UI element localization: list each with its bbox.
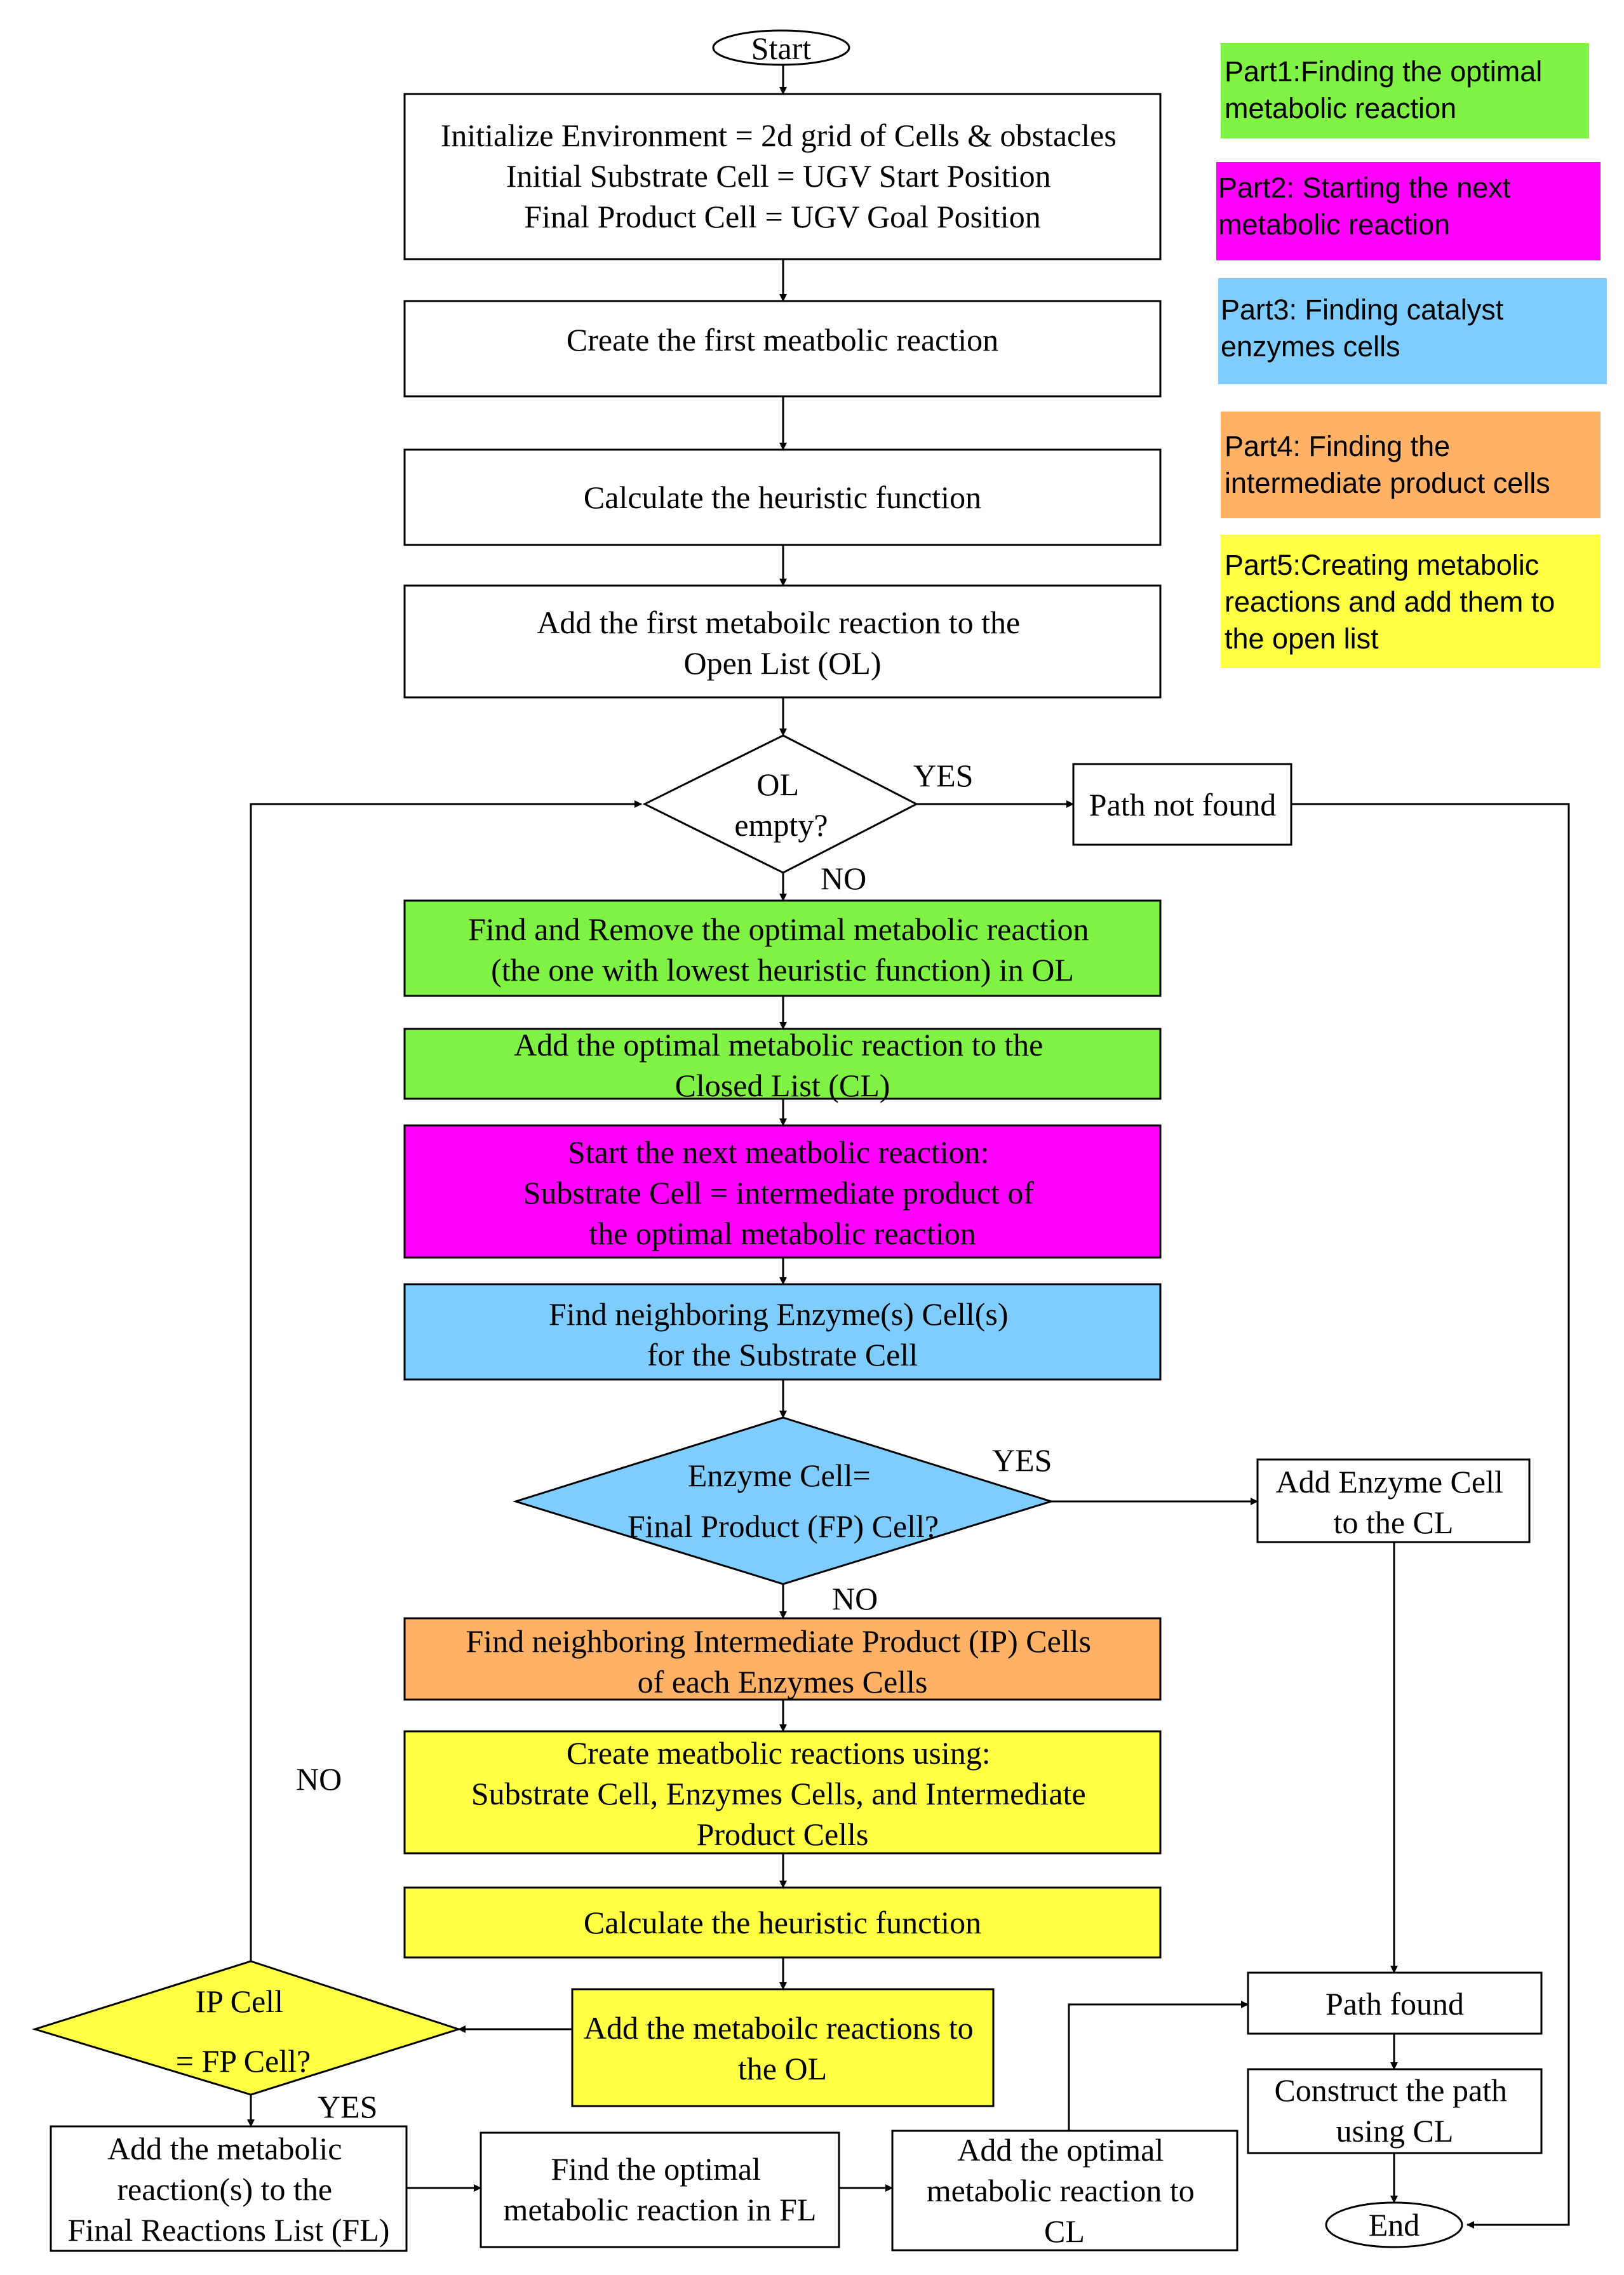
find-opt-fl-text: Find the optimal metabolic reaction in F… <box>504 2151 817 2227</box>
ip-fp-decision <box>31 1960 462 2096</box>
add-opt-cl-text: Add the optimal metabolic reaction to CL <box>927 2132 1203 2249</box>
edge-ipfp-no-loop <box>250 800 642 1961</box>
init-text: Initialize Environment = 2d grid of Cell… <box>441 117 1125 234</box>
create-reactions-box <box>403 1730 1162 1855</box>
start-text: Start <box>751 30 812 66</box>
edges <box>247 65 1570 2229</box>
construct-path-box <box>1247 2068 1543 2154</box>
enzyme-no-label: NO <box>832 1581 878 1616</box>
legend-part4-text: Part4: Finding the intermediate product … <box>1225 430 1550 499</box>
edge-addopt-pathfound <box>1068 2001 1249 2131</box>
ol-no-label: NO <box>821 861 866 896</box>
path-not-found-text: Path not found <box>1089 787 1276 822</box>
init-box <box>403 93 1162 260</box>
enzyme-yes-label: YES <box>992 1442 1052 1478</box>
legend-part4-swatch <box>1221 412 1601 518</box>
path-found-box <box>1247 1971 1543 2035</box>
ip-fp-text: IP Cell = FP Cell? <box>176 1983 311 2079</box>
add-ol-text: Add the metaboilc reactions to the OL <box>584 2010 981 2086</box>
find-remove-text: Find and Remove the optimal metabolic re… <box>468 911 1097 988</box>
legend-part3-swatch <box>1218 278 1607 384</box>
start-next-box <box>403 1124 1162 1259</box>
end-terminal <box>1325 2201 1463 2248</box>
find-remove-box <box>403 899 1162 997</box>
add-opt-cl-box <box>891 2130 1238 2252</box>
edge-pathnotfound-end <box>1291 803 1570 2229</box>
add-ol-box <box>571 1988 995 2107</box>
start-terminal <box>712 29 850 66</box>
add-fl-text: Add the metabolic reaction(s) to the Fin… <box>68 2131 390 2248</box>
ol-empty-decision <box>642 734 919 874</box>
ol-yes-label: YES <box>913 758 973 793</box>
enzyme-fp-decision <box>512 1416 1055 1585</box>
legend-part1-text: Part1:Finding the optimal metabolic reac… <box>1225 55 1550 124</box>
end-text: End <box>1369 2207 1420 2243</box>
create-reactions-text: Create meatbolic reactions using: Substr… <box>471 1735 1094 1852</box>
find-enzyme-text: Find neighboring Enzyme(s) Cell(s) for t… <box>549 1296 1016 1372</box>
create-first-box <box>403 300 1162 398</box>
find-ip-box <box>403 1617 1162 1701</box>
nodes <box>31 29 1543 2252</box>
find-enzyme-box <box>403 1283 1162 1381</box>
ip-yes-label: YES <box>318 2089 377 2124</box>
path-not-found-box <box>1072 763 1292 846</box>
find-ip-text: Find neighboring Intermediate Product (I… <box>466 1623 1099 1700</box>
add-closed-text: Add the optimal metabolic reaction to th… <box>514 1027 1051 1103</box>
legend-part1-swatch <box>1221 43 1589 138</box>
enzyme-fp-text: Enzyme Cell= Final Product (FP) Cell? <box>627 1458 939 1544</box>
legend-part3-text: Part3: Finding catalyst enzymes cells <box>1221 293 1512 363</box>
node-texts: Start Initialize Environment = 2d grid o… <box>68 30 1515 2249</box>
construct-path-text: Construct the path using CL <box>1274 2072 1515 2149</box>
calc-heuristic2-text: Calculate the heuristic function <box>584 1905 981 1940</box>
add-fl-box <box>50 2125 408 2252</box>
add-enzyme-cl-text: Add Enzyme Cell to the CL <box>1276 1464 1512 1540</box>
path-found-text: Path found <box>1325 1986 1464 2022</box>
calc-heuristic-box <box>403 448 1162 546</box>
add-closed-box <box>403 1028 1162 1100</box>
calc-heuristic2-box <box>403 1886 1162 1959</box>
legend-part2-text: Part2: Starting the next metabolic react… <box>1218 171 1519 241</box>
legend-part5-swatch <box>1221 535 1601 668</box>
ip-no-label: NO <box>296 1761 342 1797</box>
start-next-text: Start the next meatbolic reaction: Subst… <box>523 1134 1042 1251</box>
legend: Part1:Finding the optimal metabolic reac… <box>1216 43 1607 668</box>
add-enzyme-cl-box <box>1256 1458 1531 1543</box>
create-first-text: Create the first meatbolic reaction <box>567 322 998 358</box>
ol-empty-text: OL empty? <box>734 767 828 843</box>
calc-heuristic-text: Calculate the heuristic function <box>584 480 981 515</box>
edge-labels: YES NO YES NO NO YES <box>296 758 1052 2124</box>
legend-part5-text: Part5:Creating metabolic reactions and a… <box>1225 549 1563 655</box>
legend-part2-swatch <box>1216 162 1601 260</box>
add-first-box <box>403 584 1162 699</box>
find-opt-fl-box <box>480 2131 840 2248</box>
add-first-text: Add the first metaboilc reaction to the … <box>537 605 1028 681</box>
